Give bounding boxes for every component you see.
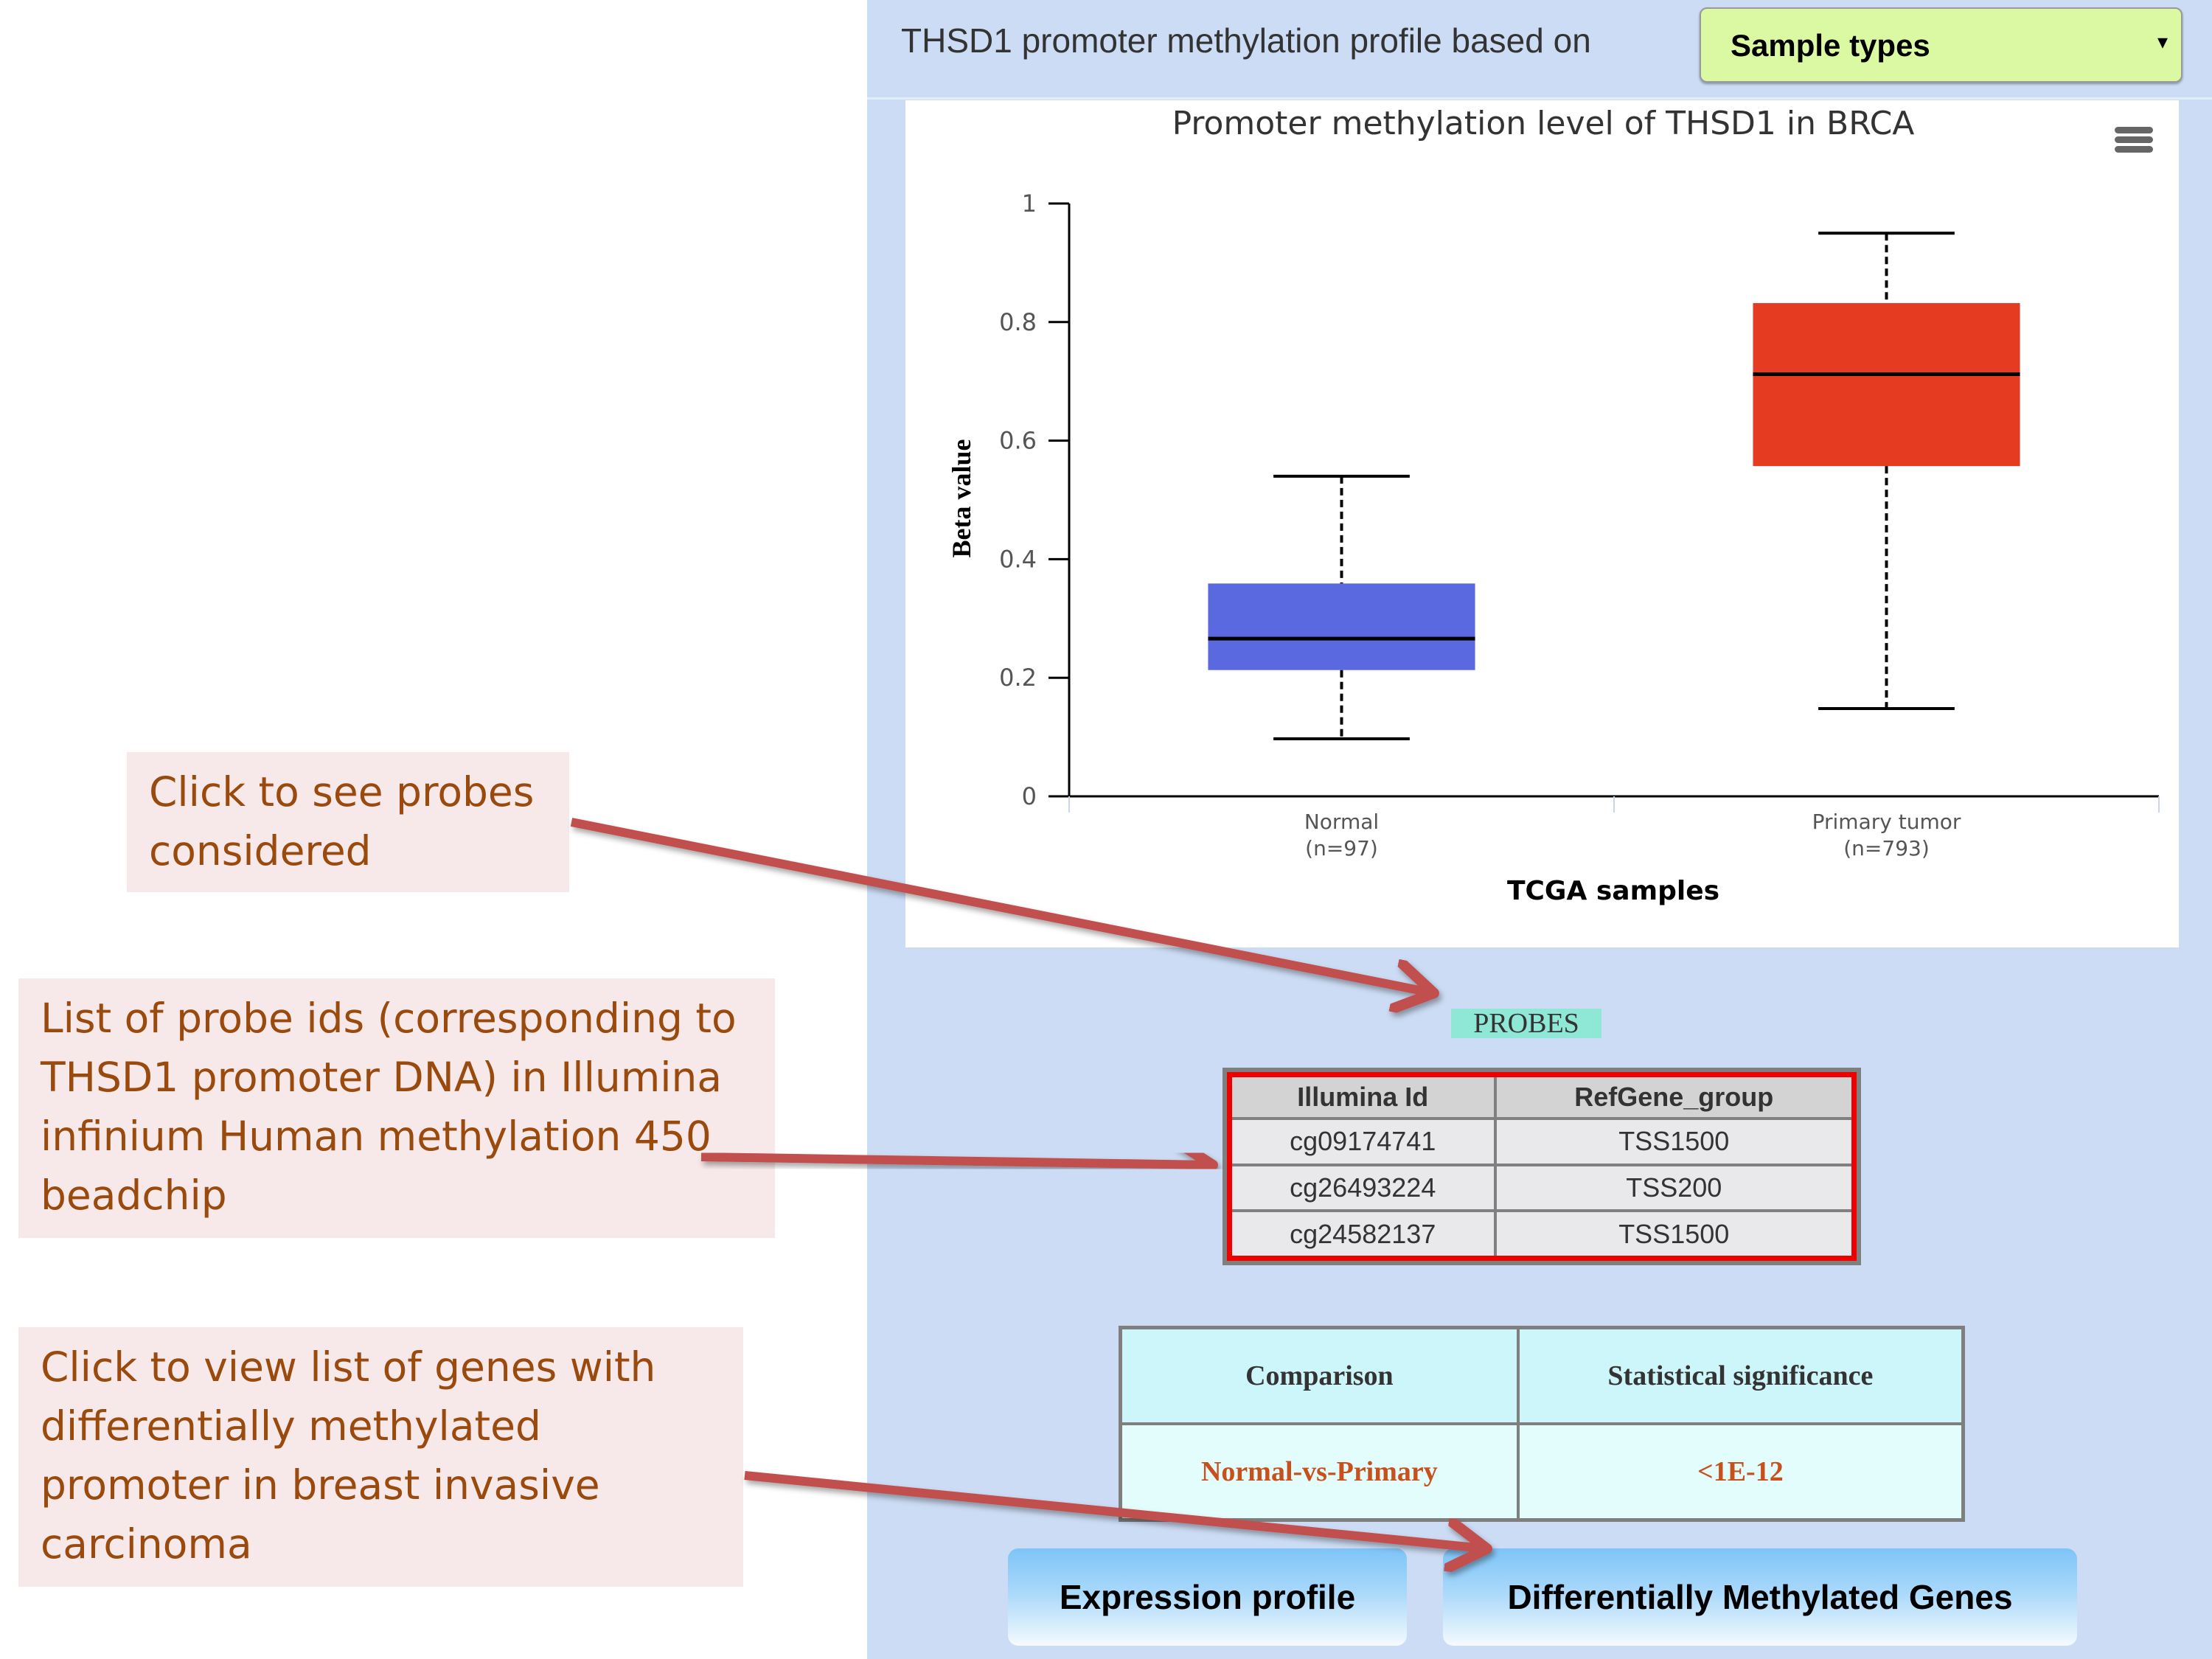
y-tick-label: 1 (1022, 189, 1037, 218)
column-header-refgene-group: RefGene_group (1493, 1073, 1856, 1120)
hamburger-menu-icon[interactable] (2115, 127, 2153, 153)
x-axis: Normal(n=97) Primary tumor(n=793) (1068, 795, 2160, 860)
probe-id-cell: cg09174741 (1228, 1117, 1497, 1166)
comparison-cell: Normal-vs-Primary (1119, 1422, 1520, 1522)
iqr-box (1753, 303, 2020, 467)
column-header-comparison: Comparison (1119, 1326, 1520, 1425)
probes-table: Illumina Id RefGene_group cg09174741 TSS… (1227, 1072, 1857, 1261)
callout-dmg-line: carcinoma (41, 1520, 252, 1568)
y-tick-label: 0.6 (999, 427, 1037, 455)
table-row: Normal-vs-Primary <1E-12 (1119, 1422, 1965, 1522)
refgene-group-cell: TSS1500 (1493, 1117, 1856, 1166)
differentially-methylated-genes-button[interactable]: Differentially Methylated Genes (1443, 1548, 2077, 1646)
menu-bar (2115, 146, 2153, 153)
callout-dmg-line: differentially methylated (41, 1402, 541, 1450)
chevron-down-icon: ▾ (2157, 30, 2168, 53)
column-header-illumina-id: Illumina Id (1228, 1073, 1497, 1120)
probe-id-cell: cg24582137 (1228, 1209, 1497, 1260)
probe-id-cell: cg26493224 (1228, 1163, 1497, 1213)
table-header-row: Illumina Id RefGene_group (1228, 1073, 1856, 1120)
callout-probe-list-line: infinium Human methylation 450 (41, 1113, 712, 1160)
boxplot-chart: Promoter methylation level of THSD1 in B… (905, 100, 2179, 947)
box-normal (1208, 474, 1475, 741)
boxplot-svg: Promoter methylation level of THSD1 in B… (947, 105, 2160, 906)
table-row: cg09174741 TSS1500 (1228, 1117, 1856, 1166)
callout-probes-line: considered (149, 827, 372, 874)
iqr-box (1208, 583, 1475, 670)
callout-probe-list: List of probe ids (corresponding to THSD… (18, 978, 775, 1238)
header-title: THSD1 promoter methylation profile based… (901, 21, 1591, 60)
refgene-group-cell: TSS1500 (1493, 1209, 1856, 1260)
callout-probes: Click to see probes considered (127, 752, 569, 892)
x-axis-label: TCGA samples (1507, 876, 1719, 906)
callout-probe-list-line: List of probe ids (corresponding to (41, 995, 737, 1042)
callout-dmg: Click to view list of genes with differe… (18, 1327, 743, 1587)
significance-table: Comparison Statistical significance Norm… (1119, 1326, 1965, 1522)
table-header-row: Comparison Statistical significance (1119, 1326, 1965, 1425)
callout-probe-list-line: THSD1 promoter DNA) in Illumina (41, 1054, 723, 1101)
probes-button[interactable]: PROBES (1451, 1009, 1601, 1038)
y-axis: 0 0.2 0.4 0.6 0.8 1 (999, 189, 1071, 810)
callout-dmg-line: promoter in breast invasive (41, 1461, 600, 1509)
x-tick-label: Primary tumor (1812, 810, 1961, 834)
refgene-group-cell: TSS200 (1493, 1163, 1856, 1213)
y-tick-label: 0 (1022, 782, 1037, 810)
callout-dmg-line: Click to view list of genes with (41, 1343, 656, 1391)
table-row: cg26493224 TSS200 (1228, 1163, 1856, 1213)
significance-cell: <1E-12 (1516, 1422, 1965, 1522)
y-axis-label: Beta value (947, 439, 976, 557)
y-tick-label: 0.2 (999, 664, 1037, 692)
probes-table-frame: Illumina Id RefGene_group cg09174741 TSS… (1222, 1068, 1861, 1265)
x-tick-count-label: (n=793) (1843, 836, 1930, 860)
y-tick-label: 0.8 (999, 308, 1037, 336)
dropdown-selected-value: Sample types (1731, 28, 1930, 63)
y-tick-label: 0.4 (999, 545, 1037, 573)
menu-bar (2115, 127, 2153, 133)
callout-probes-line: Click to see probes (149, 768, 535, 815)
x-tick-label: Normal (1304, 810, 1379, 834)
column-header-significance: Statistical significance (1516, 1326, 1965, 1425)
expression-profile-button[interactable]: Expression profile (1008, 1548, 1407, 1646)
menu-bar (2115, 136, 2153, 143)
chart-title: Promoter methylation level of THSD1 in B… (1172, 105, 1915, 142)
boxes (1208, 232, 2020, 741)
sample-type-dropdown[interactable]: Sample types ▾ (1700, 7, 2183, 83)
callout-probe-list-line: beadchip (41, 1172, 227, 1219)
box-primary-tumor (1753, 232, 2020, 711)
table-row: cg24582137 TSS1500 (1228, 1209, 1856, 1260)
x-tick-count-label: (n=97) (1305, 836, 1378, 860)
